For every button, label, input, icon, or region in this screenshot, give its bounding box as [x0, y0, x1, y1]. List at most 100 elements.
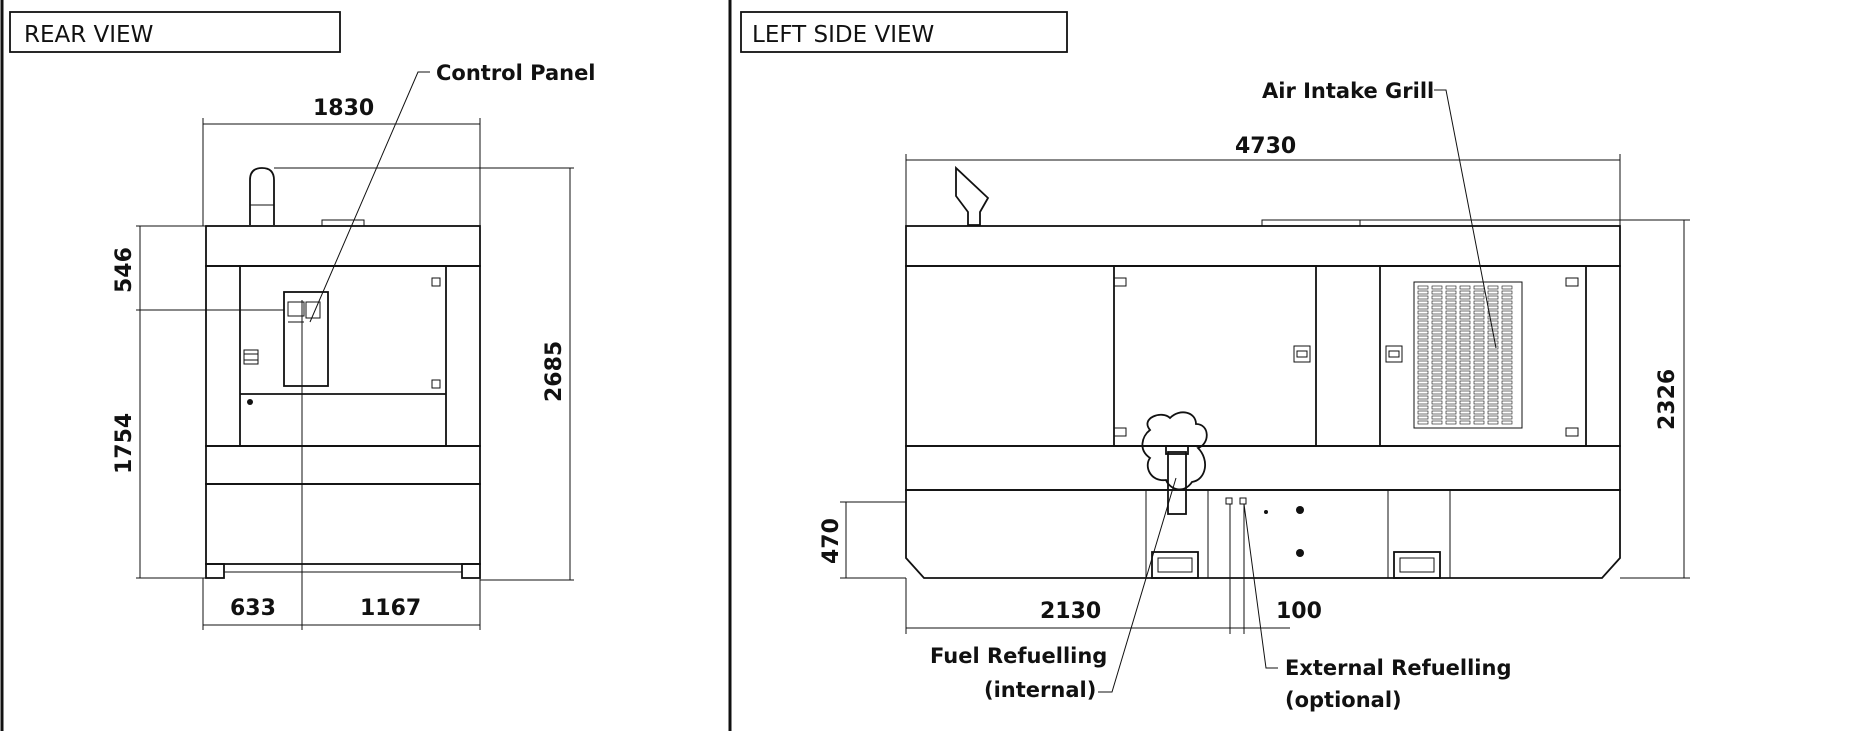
grill-slot [1473, 380, 1485, 385]
grill-slot [1459, 295, 1471, 300]
side-length-label: 4730 [1235, 134, 1296, 159]
grill-slot [1501, 405, 1513, 410]
panel-frames [0, 0, 1068, 731]
grill-slot [1459, 370, 1471, 375]
grill-slot [1459, 410, 1471, 415]
grill-slot [1459, 340, 1471, 345]
grill-slot [1417, 320, 1429, 325]
external-cap-2 [1239, 497, 1247, 505]
grill-slot [1473, 335, 1485, 340]
grill-slot [1431, 290, 1443, 295]
fitting-2 [1296, 549, 1304, 557]
grill-slot [1487, 400, 1499, 405]
grill-slot [1459, 310, 1471, 315]
rear-view-genset [205, 167, 481, 579]
grill-slot [1487, 375, 1499, 380]
external-cap-1 [1225, 497, 1233, 505]
grill-slot [1431, 420, 1443, 425]
grill-slot [1473, 390, 1485, 395]
rear-foot-right [461, 563, 481, 579]
grill-slot [1459, 300, 1471, 305]
grill-slot [1417, 395, 1429, 400]
grill-slot [1501, 305, 1513, 310]
grill-slot [1459, 320, 1471, 325]
grill-slot [1445, 370, 1457, 375]
grill-slot [1431, 415, 1443, 420]
control-panel [283, 291, 329, 387]
side-external-offset-label: 100 [1276, 599, 1322, 624]
rear-mid-band [205, 445, 481, 485]
grill-slot [1473, 370, 1485, 375]
side-door-2-handle [1385, 345, 1403, 363]
grill-slot [1487, 315, 1499, 320]
grill-slot [1459, 360, 1471, 365]
grill-slot [1501, 395, 1513, 400]
grill-slot [1501, 335, 1513, 340]
grill-slot [1459, 345, 1471, 350]
grill-slot [1417, 400, 1429, 405]
grill-slot [1487, 420, 1499, 425]
grill-slot [1459, 395, 1471, 400]
rear-upper-label: 546 [112, 247, 137, 293]
grill-slot [1501, 385, 1513, 390]
grill-slot [1459, 390, 1471, 395]
grill-slot [1445, 385, 1457, 390]
side-door-2-hinge-top [1565, 277, 1579, 287]
side-view-title-box [740, 11, 1068, 53]
air-intake-grill [1413, 281, 1523, 429]
grill-slot [1431, 330, 1443, 335]
grill-slot [1445, 365, 1457, 370]
grill-slot [1473, 400, 1485, 405]
grill-slot [1487, 385, 1499, 390]
grill-slot [1445, 300, 1457, 305]
forklift-pocket-2-inner [1399, 557, 1435, 573]
grill-slot [1445, 375, 1457, 380]
external-refuel-callout-line1: External Refuelling [1285, 656, 1511, 680]
grill-slot [1431, 340, 1443, 345]
grill-slot [1417, 335, 1429, 340]
rear-door-handle-inner [243, 353, 259, 361]
fitting-3 [1264, 510, 1268, 514]
grill-slot [1431, 295, 1443, 300]
side-door-2-handle-inner [1388, 350, 1400, 358]
grill-slot [1417, 330, 1429, 335]
grill-slot [1487, 285, 1499, 290]
grill-slot [1487, 295, 1499, 300]
rear-bottom-left-label: 633 [230, 596, 276, 621]
grill-slot [1445, 380, 1457, 385]
side-fuel-position-label: 2130 [1040, 599, 1101, 624]
grill-slot [1459, 355, 1471, 360]
grill-slot [1431, 400, 1443, 405]
rear-base-frame [205, 483, 481, 565]
grill-slot [1487, 360, 1499, 365]
grill-slot [1487, 335, 1499, 340]
grill-slot [1431, 380, 1443, 385]
grill-slot [1459, 285, 1471, 290]
grill-slot [1501, 415, 1513, 420]
grill-slot [1417, 310, 1429, 315]
grill-slot [1501, 285, 1513, 290]
grill-slot [1501, 325, 1513, 330]
grill-slot [1417, 300, 1429, 305]
grill-slot [1445, 350, 1457, 355]
rear-hinge-top [431, 277, 441, 287]
grill-slot [1487, 365, 1499, 370]
grill-slot [1501, 345, 1513, 350]
grill-slot [1487, 340, 1499, 345]
grill-slot [1417, 325, 1429, 330]
grill-slot [1473, 305, 1485, 310]
grill-slot [1501, 365, 1513, 370]
grill-slot [1487, 395, 1499, 400]
fuel-filler-neck [1167, 451, 1187, 515]
grill-slot [1473, 345, 1485, 350]
rear-dimension-lines [136, 71, 574, 630]
grill-slot [1487, 310, 1499, 315]
grill-slot [1417, 410, 1429, 415]
control-panel-callout: Control Panel [436, 61, 596, 85]
forklift-pocket-1-inner [1157, 557, 1193, 573]
rear-view-title: REAR VIEW [24, 22, 153, 48]
grill-slot [1459, 375, 1471, 380]
grill-slot [1501, 355, 1513, 360]
grill-slot [1487, 300, 1499, 305]
